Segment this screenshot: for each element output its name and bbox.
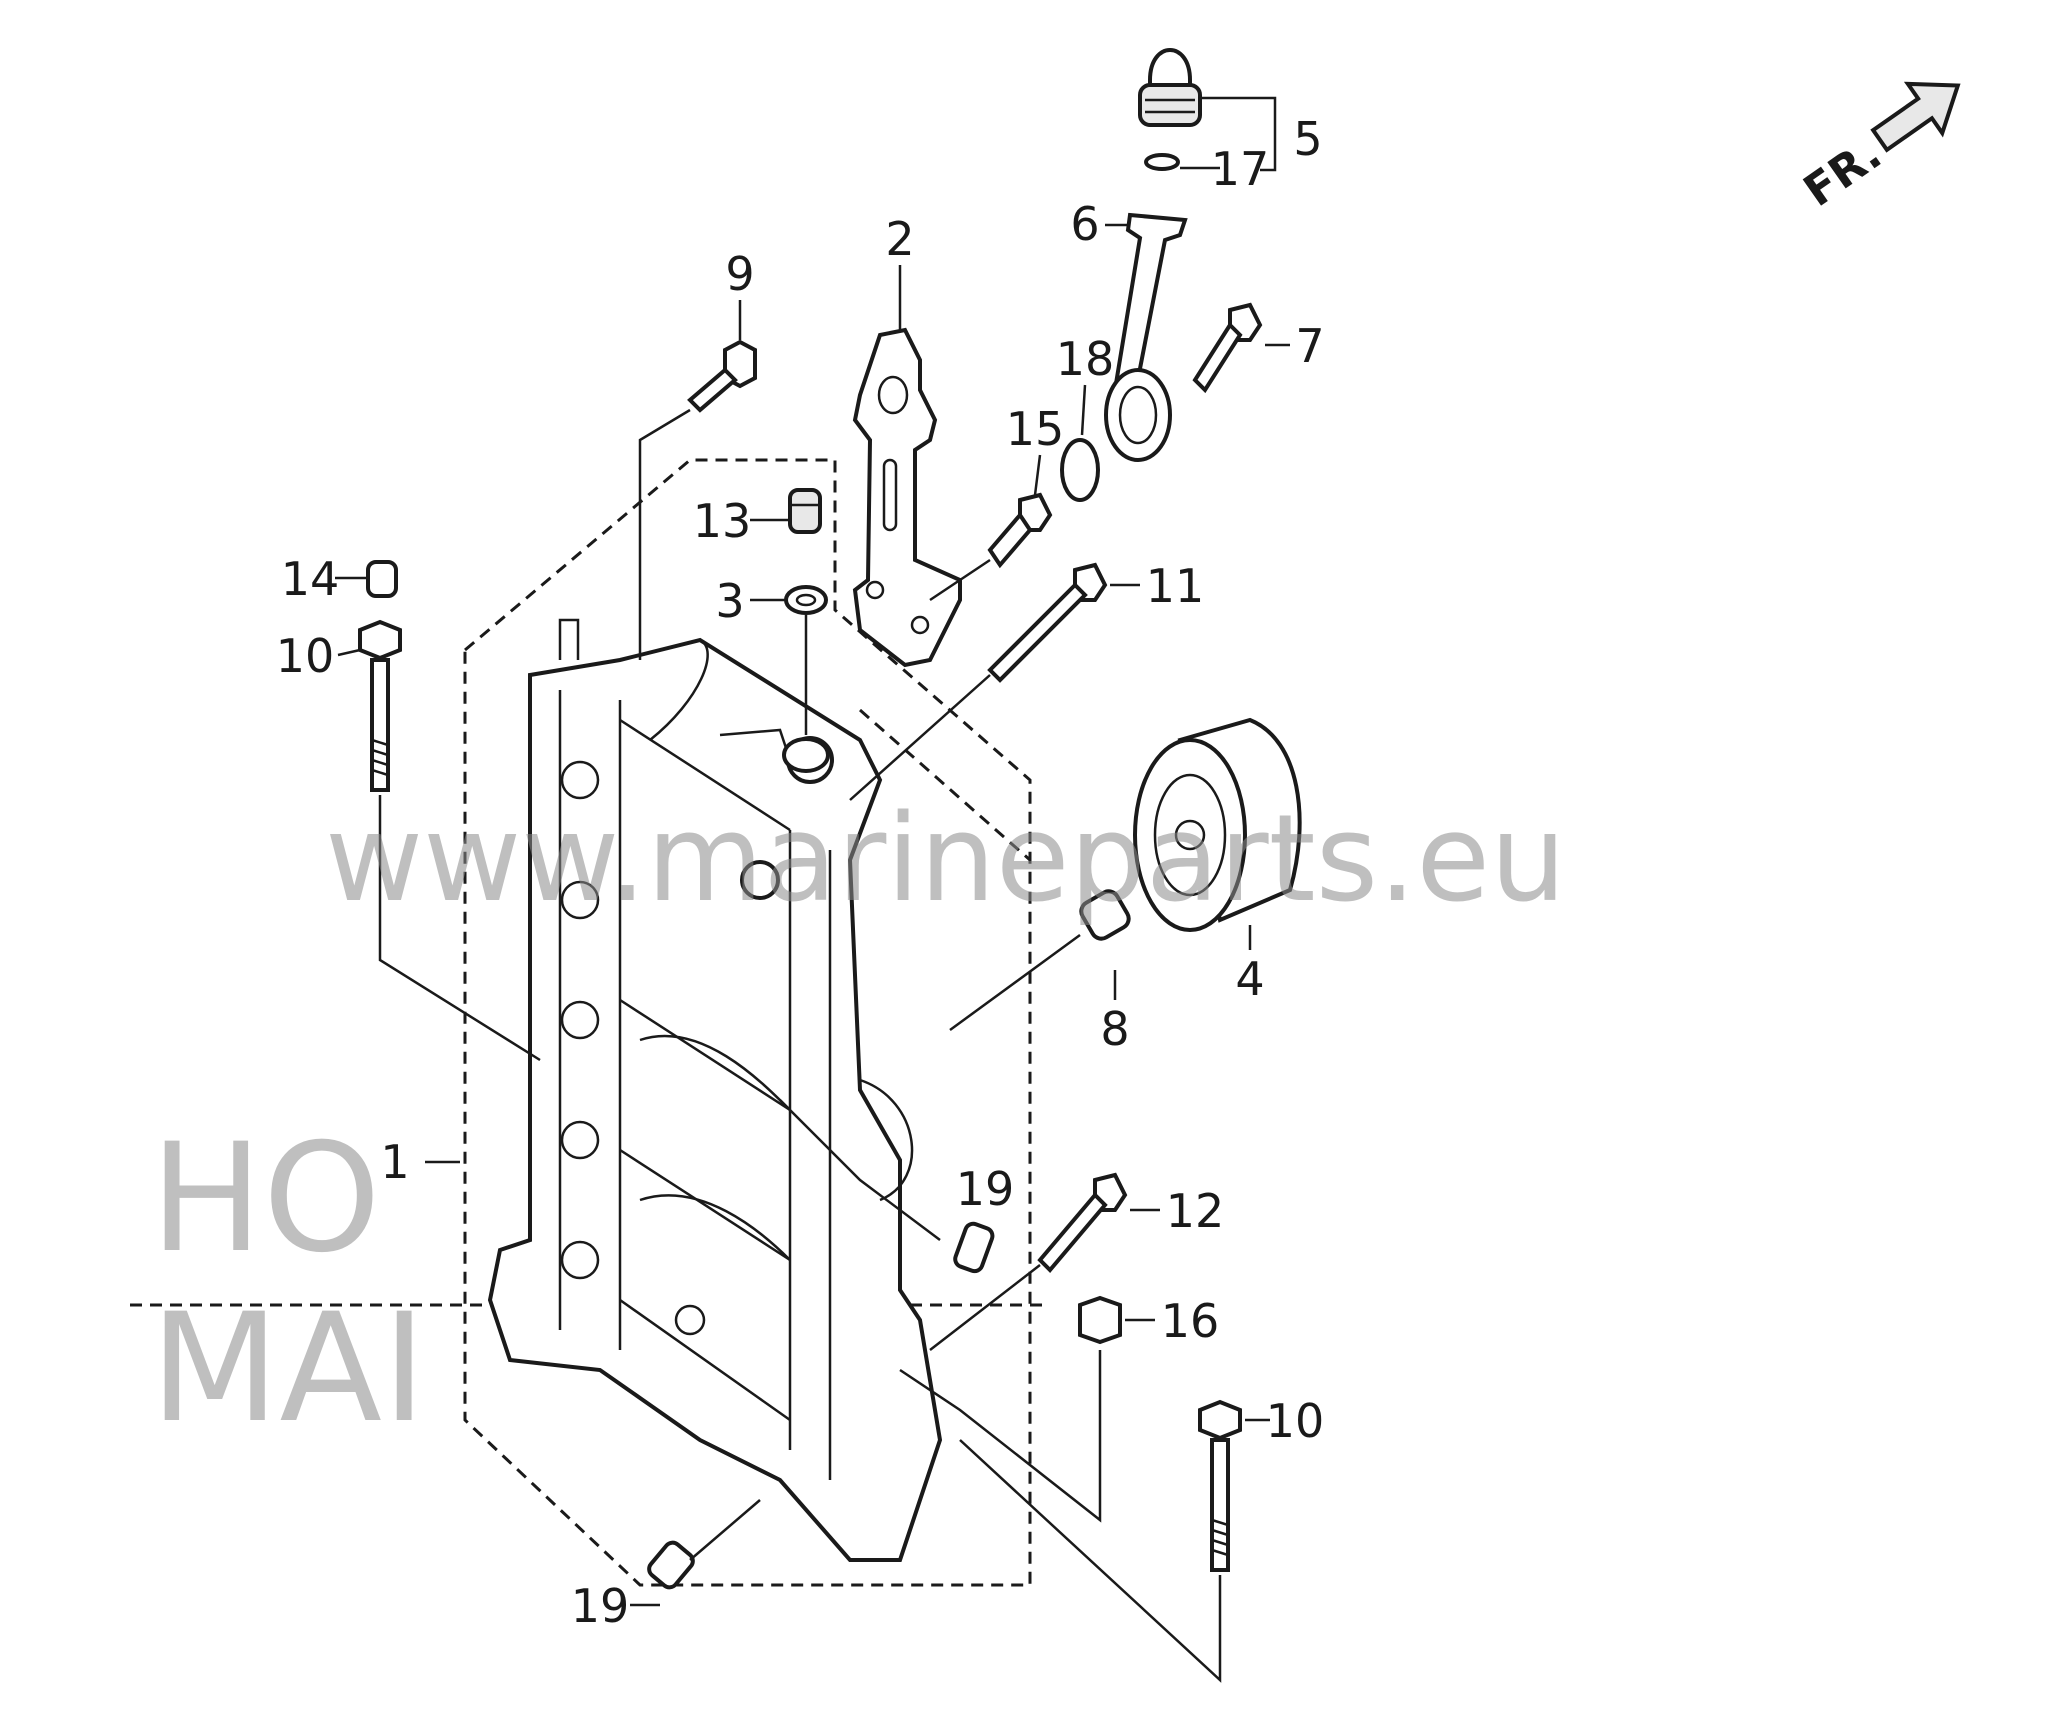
callout-13: 13	[693, 494, 752, 548]
oil-port	[782, 737, 830, 773]
oil-filter	[1133, 717, 1302, 932]
oil-filler-cap	[1138, 48, 1202, 127]
callout-19-upper: 19	[956, 1162, 1015, 1216]
bolt-12	[1037, 1172, 1128, 1273]
url-watermark: www.marineparts.eu	[325, 790, 1566, 929]
callout-7: 7	[1295, 319, 1324, 373]
callout-11: 11	[1146, 559, 1205, 613]
leader-16	[899, 1350, 1102, 1523]
callout-6: 6	[1070, 197, 1099, 251]
short-bolt-9	[687, 339, 757, 413]
front-direction-marker: FR.	[1795, 81, 1961, 218]
callout-2: 2	[885, 212, 914, 266]
callout-3: 3	[715, 574, 744, 628]
leader-15	[929, 558, 991, 602]
assembly-group-boundary	[463, 458, 1032, 1587]
dowel-pin-lower	[647, 1540, 695, 1590]
oil-filler-tube	[1104, 212, 1188, 462]
callout-labels: 1 2 3 4 5 6 7 8 9 10 10 11 12 13 14 15 1…	[276, 112, 1325, 1633]
bolt-7	[1192, 302, 1263, 394]
callout-14: 14	[281, 552, 340, 606]
callout-15: 15	[1006, 402, 1065, 456]
leader-19-lower	[689, 1499, 761, 1561]
ghost-watermark-line1: HO	[150, 1112, 381, 1286]
long-flange-bolt-left	[358, 619, 402, 792]
callout-18: 18	[1056, 332, 1115, 386]
callout-4: 4	[1235, 952, 1264, 1006]
ghost-watermark-line2: MAI	[150, 1282, 426, 1456]
bolt-15	[987, 492, 1053, 569]
dowel-pin-upper	[953, 1221, 995, 1274]
bolt-cap	[366, 560, 398, 598]
mounting-bracket	[852, 327, 962, 668]
callout-5: 5	[1293, 112, 1322, 166]
leader-8	[949, 933, 1081, 1032]
inner-group-boundary	[859, 708, 1031, 862]
leader-12	[929, 1264, 1041, 1351]
callout-17: 17	[1211, 142, 1270, 196]
callout-1: 1	[380, 1135, 409, 1189]
filler-o-ring	[1144, 153, 1180, 171]
callout-19-lower: 19	[571, 1579, 630, 1633]
leader-10-right	[959, 1439, 1222, 1683]
leader-11	[849, 674, 991, 801]
callout-leaders	[335, 96, 1290, 1607]
ghost-brand-watermark: HO MAI	[130, 1112, 1050, 1456]
sealing-washer	[784, 585, 828, 615]
arrow-up-right-icon	[1870, 81, 1961, 153]
long-bolt-11	[987, 562, 1108, 683]
plug-nut	[788, 488, 822, 534]
callout-8: 8	[1100, 1002, 1129, 1056]
crankcase-block	[487, 618, 943, 1562]
callout-10-left: 10	[276, 629, 335, 683]
long-flange-bolt-right	[1198, 1399, 1242, 1572]
tube-o-ring	[1060, 438, 1100, 502]
leader-19-upper	[779, 1099, 941, 1241]
callout-10-right: 10	[1266, 1394, 1325, 1448]
leader-10-left	[378, 795, 541, 1062]
callout-12: 12	[1166, 1184, 1225, 1238]
flange-nut-16	[1078, 1295, 1122, 1345]
leader-9	[638, 408, 691, 660]
callout-16: 16	[1161, 1294, 1220, 1348]
callout-9: 9	[725, 247, 754, 301]
front-direction-label: FR.	[1795, 129, 1891, 218]
filter-nipple	[1079, 889, 1131, 941]
